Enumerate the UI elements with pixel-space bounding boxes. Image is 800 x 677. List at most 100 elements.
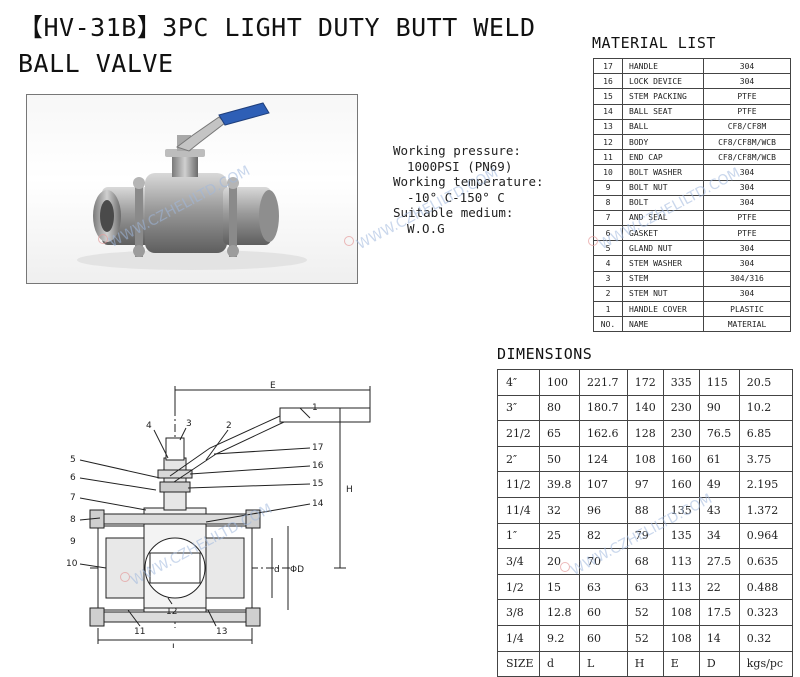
material-no-cell: 11 bbox=[593, 149, 623, 166]
dimension-value-cell: 52 bbox=[626, 599, 664, 626]
product-photo bbox=[26, 94, 358, 284]
dimension-value-cell: 221.7 bbox=[578, 369, 628, 396]
callout-11: 11 bbox=[134, 627, 145, 637]
dimension-value-cell: 50 bbox=[539, 445, 580, 473]
dimension-size-cell: 11/2 bbox=[497, 471, 540, 498]
dimension-value-cell: 20 bbox=[539, 548, 580, 575]
dimension-value-cell: 6.85 bbox=[738, 420, 794, 447]
dimension-value-cell: 12.8 bbox=[539, 599, 580, 626]
material-name-cell: BALL SEAT bbox=[622, 103, 704, 120]
dimension-value-cell: 88 bbox=[626, 496, 664, 524]
dimension-value-cell: 172 bbox=[626, 369, 664, 396]
material-name-cell: BOLT WASHER bbox=[622, 164, 704, 181]
dimension-size-cell: 4″ bbox=[497, 369, 540, 396]
callout-3: 3 bbox=[186, 419, 192, 429]
dimension-value-cell: 230 bbox=[662, 420, 700, 447]
watermark-logo-icon bbox=[588, 236, 598, 246]
callout-4: 4 bbox=[146, 421, 152, 431]
material-name-cell: NAME bbox=[622, 316, 704, 333]
dimension-value-cell: 43 bbox=[698, 496, 740, 524]
dimension-value-cell: 80 bbox=[539, 394, 580, 422]
dimension-value-cell: 20.5 bbox=[738, 369, 794, 396]
dimension-value-cell: 115 bbox=[698, 369, 740, 396]
dimension-value-cell: 0.964 bbox=[738, 522, 794, 550]
dimension-size-cell: 1/2 bbox=[497, 573, 540, 601]
material-list-title: MATERIAL LIST bbox=[592, 34, 716, 52]
material-name-cell: BALL bbox=[622, 118, 704, 135]
dimension-l-label: L bbox=[172, 643, 177, 648]
title-line-2: BALL VALVE bbox=[18, 49, 174, 78]
dimension-value-cell: 3.75 bbox=[738, 445, 794, 473]
material-name-cell: END CAP bbox=[622, 149, 704, 166]
material-value-cell: MATERIAL bbox=[703, 316, 791, 333]
dimension-value-cell: kgs/pc bbox=[738, 650, 794, 677]
callout-5: 5 bbox=[70, 455, 76, 465]
dimension-value-cell: d bbox=[539, 650, 580, 677]
dimension-size-cell: 3/8 bbox=[497, 599, 540, 626]
dimension-value-cell: 0.32 bbox=[738, 624, 794, 652]
material-value-cell: 304 bbox=[703, 73, 791, 90]
dimension-value-cell: 63 bbox=[626, 573, 664, 601]
material-no-cell: 9 bbox=[593, 179, 623, 196]
callout-2: 2 bbox=[226, 421, 232, 431]
dimension-value-cell: 160 bbox=[662, 445, 700, 473]
dimension-value-cell: 97 bbox=[626, 471, 664, 498]
material-value-cell: PTFE bbox=[703, 225, 791, 242]
callout-14: 14 bbox=[312, 499, 324, 509]
dimension-value-cell: 79 bbox=[626, 522, 664, 550]
material-no-cell: 16 bbox=[593, 73, 623, 90]
dimension-value-cell: 25 bbox=[539, 522, 580, 550]
material-no-cell: 13 bbox=[593, 118, 623, 135]
dimension-value-cell: 2.195 bbox=[738, 471, 794, 498]
dimension-value-cell: 63 bbox=[578, 573, 628, 601]
material-no-cell: NO. bbox=[593, 316, 623, 333]
material-name-cell: STEM PACKING bbox=[622, 88, 704, 105]
watermark-logo-icon bbox=[560, 562, 570, 572]
material-no-cell: 14 bbox=[593, 103, 623, 120]
dimension-value-cell: L bbox=[578, 650, 628, 677]
dimension-value-cell: 230 bbox=[662, 394, 700, 422]
dimension-value-cell: 1.372 bbox=[738, 496, 794, 524]
dimension-value-cell: 0.323 bbox=[738, 599, 794, 626]
material-no-cell: 15 bbox=[593, 88, 623, 105]
medium-label: Suitable medium: bbox=[393, 205, 514, 220]
material-value-cell: 304 bbox=[703, 255, 791, 272]
material-value-cell: PLASTIC bbox=[703, 300, 791, 318]
dimension-size-cell: 11/4 bbox=[497, 496, 540, 524]
material-value-cell: 304 bbox=[703, 240, 791, 257]
dimension-value-cell: 15 bbox=[539, 573, 580, 601]
dimension-value-cell: 335 bbox=[662, 369, 700, 396]
material-value-cell: 304 bbox=[703, 285, 791, 303]
dimension-value-cell: 17.5 bbox=[698, 599, 740, 626]
watermark-logo-icon bbox=[120, 572, 130, 582]
dimension-value-cell: 128 bbox=[626, 420, 664, 447]
material-name-cell: STEM WASHER bbox=[622, 255, 704, 272]
dimension-value-cell: 14 bbox=[698, 624, 740, 652]
callout-10: 10 bbox=[66, 559, 78, 569]
document-title: 【HV-31B】3PC LIGHT DUTY BUTT WELD BALL VA… bbox=[18, 10, 558, 82]
material-name-cell: LOCK DEVICE bbox=[622, 73, 704, 90]
callout-8: 8 bbox=[70, 515, 76, 525]
dimension-value-cell: 90 bbox=[698, 394, 740, 422]
pressure-label: Working pressure: bbox=[393, 143, 521, 158]
dimension-size-cell: 1″ bbox=[497, 522, 540, 550]
dimension-value-cell: 113 bbox=[662, 573, 700, 601]
material-name-cell: HANDLE bbox=[622, 57, 704, 75]
medium-value: W.O.G bbox=[407, 220, 445, 236]
material-no-cell: 4 bbox=[593, 255, 623, 272]
material-name-cell: HANDLE COVER bbox=[622, 300, 704, 318]
dimension-value-cell: 60 bbox=[578, 624, 628, 652]
dimension-value-cell: 0.488 bbox=[738, 573, 794, 601]
